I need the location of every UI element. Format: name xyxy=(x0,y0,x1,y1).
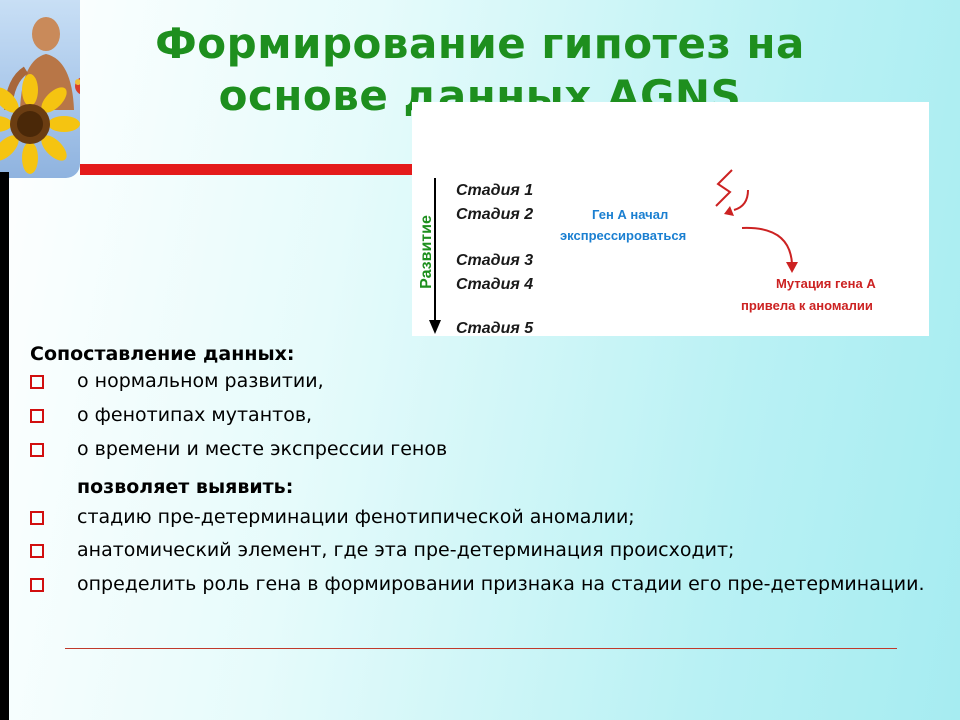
stage-3-label: Стадия 3 xyxy=(456,252,533,269)
list-item: стадию пре-детерминации фенотипической а… xyxy=(30,506,930,539)
mutation-label-line1: Мутация гена А xyxy=(776,276,876,291)
square-bullet-icon xyxy=(30,409,44,423)
square-bullet-icon xyxy=(30,544,44,558)
axis-label: Развитие xyxy=(418,215,435,289)
list-item-text: о времени и месте экспрессии генов xyxy=(77,438,448,460)
comparison-heading: Сопоставление данных: xyxy=(30,343,295,365)
stage-5-label: Стадия 5 xyxy=(456,320,534,336)
logo-image xyxy=(0,0,80,178)
square-bullet-icon xyxy=(30,443,44,457)
mutation-arrowhead xyxy=(786,262,798,273)
mutation-label-line2: привела к аномалии xyxy=(741,298,873,313)
list-item: о фенотипах мутантов, xyxy=(30,404,930,438)
lightning-arrowhead xyxy=(724,206,734,216)
development-diagram: Развитие Стадия 1 Стадия 2 Стадия 3 Стад… xyxy=(412,102,929,336)
lightning-icon xyxy=(715,169,733,207)
list-item-text: о фенотипах мутантов, xyxy=(77,404,313,426)
list-item: определить роль гена в формировании приз… xyxy=(30,573,930,596)
mutation-arrow xyxy=(741,226,793,265)
body-text: Сопоставление данных: о нормальном разви… xyxy=(30,338,930,596)
lightning-arrow xyxy=(733,189,749,211)
axis-arrowhead xyxy=(429,320,441,334)
accent-bar xyxy=(80,164,420,175)
gene-label-line2: экспрессироваться xyxy=(560,228,686,243)
left-edge-bar xyxy=(0,172,9,720)
square-bullet-icon xyxy=(30,578,44,592)
list-item-text: стадию пре-детерминации фенотипической а… xyxy=(77,506,635,528)
divider xyxy=(65,648,897,649)
square-bullet-icon xyxy=(30,511,44,525)
stage-2-label: Стадия 2 xyxy=(456,206,533,223)
list-item: анатомический элемент, где эта пре-детер… xyxy=(30,539,930,573)
square-bullet-icon xyxy=(30,375,44,389)
list-item-text: определить роль гена в формировании приз… xyxy=(77,573,925,595)
stage-4-label: Стадия 4 xyxy=(456,276,533,293)
list-item-text: о нормальном развитии, xyxy=(77,370,324,392)
reveals-subheading: позволяет выявить: xyxy=(77,476,294,498)
stage-1-label: Стадия 1 xyxy=(456,182,533,199)
list-item: о времени и месте экспрессии генов xyxy=(30,438,930,472)
gene-label-line1: Ген А начал xyxy=(592,207,668,222)
list-item: о нормальном развитии, xyxy=(30,370,930,404)
list-item-text: анатомический элемент, где эта пре-детер… xyxy=(77,539,735,561)
